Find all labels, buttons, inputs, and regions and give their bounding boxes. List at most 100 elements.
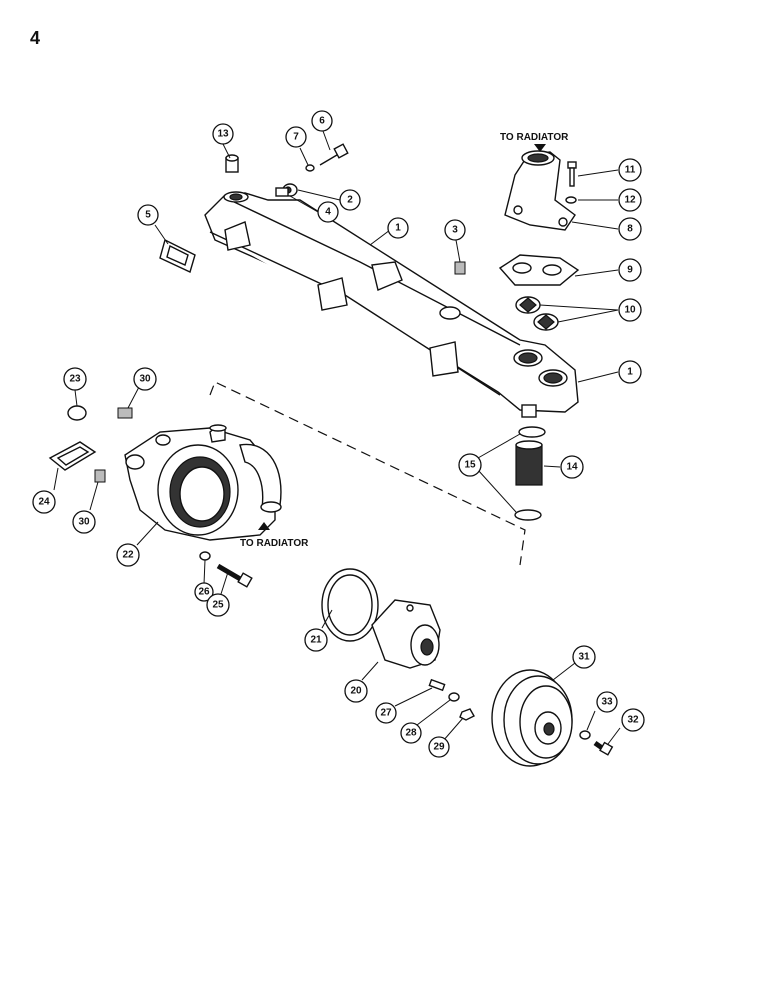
part-5-gasket xyxy=(159,238,196,273)
callout-23: 23 xyxy=(63,367,87,391)
callout-25: 25 xyxy=(206,593,230,617)
callout-4: 4 xyxy=(317,201,339,223)
part-32-bolt xyxy=(593,740,614,756)
part-12-washer xyxy=(565,196,577,204)
svg-text:4: 4 xyxy=(325,207,331,218)
callout-13: 13 xyxy=(212,123,234,145)
svg-text:24: 24 xyxy=(38,497,50,508)
callout-32: 32 xyxy=(621,708,645,732)
callout-3: 3 xyxy=(444,219,466,241)
svg-text:28: 28 xyxy=(405,728,417,739)
callout-27: 27 xyxy=(375,702,397,724)
callout-33: 33 xyxy=(596,691,618,713)
part-28-washer xyxy=(448,692,460,702)
svg-text:27: 27 xyxy=(380,708,392,719)
svg-text:5: 5 xyxy=(145,210,151,221)
callout-31: 31 xyxy=(572,645,596,669)
part-31-pulley xyxy=(491,669,573,767)
part-15-clamp-lower xyxy=(514,509,542,521)
part-29-nut xyxy=(459,708,475,721)
part-27-stud xyxy=(428,678,446,692)
part-11-bolt xyxy=(567,161,577,187)
callout-29: 29 xyxy=(428,736,450,758)
callout-30-lower: 30 xyxy=(72,510,96,534)
part-21-gasket xyxy=(321,568,379,642)
callout-22: 22 xyxy=(116,543,140,567)
svg-text:31: 31 xyxy=(578,652,590,663)
part-26-washer xyxy=(199,551,211,561)
callout-7: 7 xyxy=(285,126,307,148)
callout-21: 21 xyxy=(304,628,328,652)
svg-text:6: 6 xyxy=(319,116,325,127)
svg-text:21: 21 xyxy=(310,635,322,646)
leader-lines xyxy=(53,130,621,745)
svg-text:15: 15 xyxy=(464,460,476,471)
to-radiator-label-bottom: TO RADIATOR xyxy=(240,538,309,549)
part-33-washer xyxy=(579,730,591,740)
svg-text:8: 8 xyxy=(627,224,633,235)
callout-9: 9 xyxy=(618,258,642,282)
svg-text:10: 10 xyxy=(624,305,636,316)
part-23-plug xyxy=(67,405,87,421)
part-15-clamp-upper xyxy=(518,426,546,438)
arrow-down-icon xyxy=(258,522,270,530)
callout-26: 26 xyxy=(194,582,214,602)
part-14-hose xyxy=(515,440,543,486)
callout-30-upper: 30 xyxy=(133,367,157,391)
svg-text:14: 14 xyxy=(566,462,578,473)
callout-6: 6 xyxy=(311,110,333,132)
callout-11: 11 xyxy=(618,158,642,182)
svg-text:1: 1 xyxy=(627,367,633,378)
part-2-4-fitting xyxy=(275,183,298,197)
part-30-plug-upper xyxy=(117,407,133,419)
svg-text:3: 3 xyxy=(452,225,458,236)
svg-text:12: 12 xyxy=(624,195,636,206)
svg-text:20: 20 xyxy=(350,686,362,697)
svg-text:33: 33 xyxy=(601,697,613,708)
part-9-gasket xyxy=(498,254,580,286)
svg-text:11: 11 xyxy=(625,165,636,176)
callout-15: 15 xyxy=(458,453,482,477)
svg-text:1: 1 xyxy=(395,223,401,234)
svg-text:23: 23 xyxy=(69,374,81,385)
part-3-plug xyxy=(454,261,466,275)
part-25-bolt xyxy=(216,563,253,588)
svg-text:32: 32 xyxy=(627,715,639,726)
arrow-up-icon xyxy=(534,144,546,152)
svg-text:26: 26 xyxy=(198,587,210,598)
page-number: 4 xyxy=(30,28,41,48)
callout-8: 8 xyxy=(618,217,642,241)
callout-2: 2 xyxy=(339,189,361,211)
callout-20: 20 xyxy=(344,679,368,703)
part-10-thermostats xyxy=(515,296,559,331)
connection-dashed-line xyxy=(209,381,526,566)
part-8-outlet-elbow xyxy=(504,150,576,231)
callout-28: 28 xyxy=(400,722,422,744)
callout-10: 10 xyxy=(618,298,642,322)
part-13-nut xyxy=(225,154,239,173)
to-radiator-label-top: TO RADIATOR xyxy=(500,132,569,143)
part-7-washer xyxy=(305,164,315,172)
part-20-water-pump xyxy=(371,599,441,669)
svg-text:30: 30 xyxy=(139,374,151,385)
svg-text:22: 22 xyxy=(122,550,134,561)
part-22-pump-housing xyxy=(124,424,282,541)
svg-text:9: 9 xyxy=(627,265,633,276)
part-24-gasket xyxy=(48,441,97,471)
callout-12: 12 xyxy=(618,188,642,212)
part-30-plug-lower xyxy=(94,469,106,483)
callout-1-manifold: 1 xyxy=(387,217,409,239)
part-6-bolt xyxy=(319,143,349,166)
svg-text:13: 13 xyxy=(217,129,229,140)
callout-1-outlet: 1 xyxy=(618,360,642,384)
svg-text:30: 30 xyxy=(78,517,90,528)
svg-text:25: 25 xyxy=(212,600,224,611)
svg-text:29: 29 xyxy=(433,742,445,753)
callout-24: 24 xyxy=(32,490,56,514)
callout-14: 14 xyxy=(560,455,584,479)
svg-text:2: 2 xyxy=(347,195,353,206)
callout-5: 5 xyxy=(137,204,159,226)
water-manifold xyxy=(204,191,579,418)
svg-text:7: 7 xyxy=(293,132,299,143)
